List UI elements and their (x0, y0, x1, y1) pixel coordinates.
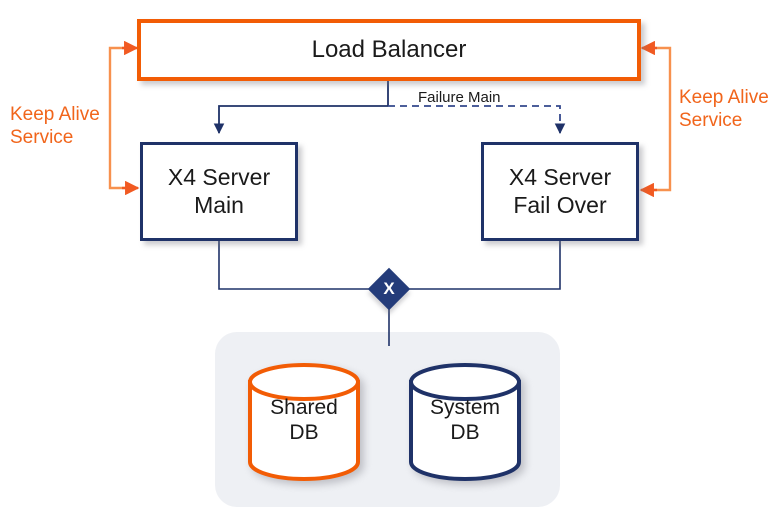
connector-keep-alive-left (108, 40, 140, 196)
server-failover-label-line1: X4 Server (508, 164, 612, 191)
keep-alive-left-line1: Keep Alive (10, 104, 100, 125)
connector-lb-to-main (213, 105, 388, 135)
edge-label-keep-alive-left: Keep Alive Service (10, 103, 100, 149)
node-exclusive-junction[interactable]: X (367, 267, 411, 311)
server-main-label: X4 Server Main (168, 164, 270, 218)
node-server-main[interactable]: X4 Server Main (140, 142, 298, 241)
database-cylinder-icon (409, 363, 521, 481)
node-load-balancer[interactable]: Load Balancer (137, 19, 641, 81)
server-main-label-line1: X4 Server (167, 164, 271, 191)
node-server-failover[interactable]: X4 Server Fail Over (481, 142, 639, 241)
connector-keep-alive-right (639, 40, 672, 198)
node-database-shared[interactable]: Shared DB (245, 362, 363, 482)
node-database-system[interactable]: System DB (406, 362, 524, 482)
server-failover-label-line2: Fail Over (513, 191, 607, 218)
keep-alive-left-line2: Service (10, 127, 74, 149)
database-cylinder-icon (248, 363, 360, 481)
keep-alive-right-line2: Service (679, 110, 743, 132)
connector-main-to-junction (218, 241, 370, 290)
edge-label-keep-alive-right: Keep Alive Service (679, 86, 769, 132)
keep-alive-right-line1: Keep Alive (679, 87, 769, 108)
connector-failover-to-junction (408, 241, 561, 290)
load-balancer-label: Load Balancer (311, 35, 467, 63)
edge-label-failure-main: Failure Main (418, 89, 501, 106)
connector-failure-main (388, 105, 566, 135)
server-failover-label: X4 Server Fail Over (509, 164, 611, 218)
junction-label: X (383, 279, 395, 298)
server-main-label-line2: Main (194, 191, 244, 218)
